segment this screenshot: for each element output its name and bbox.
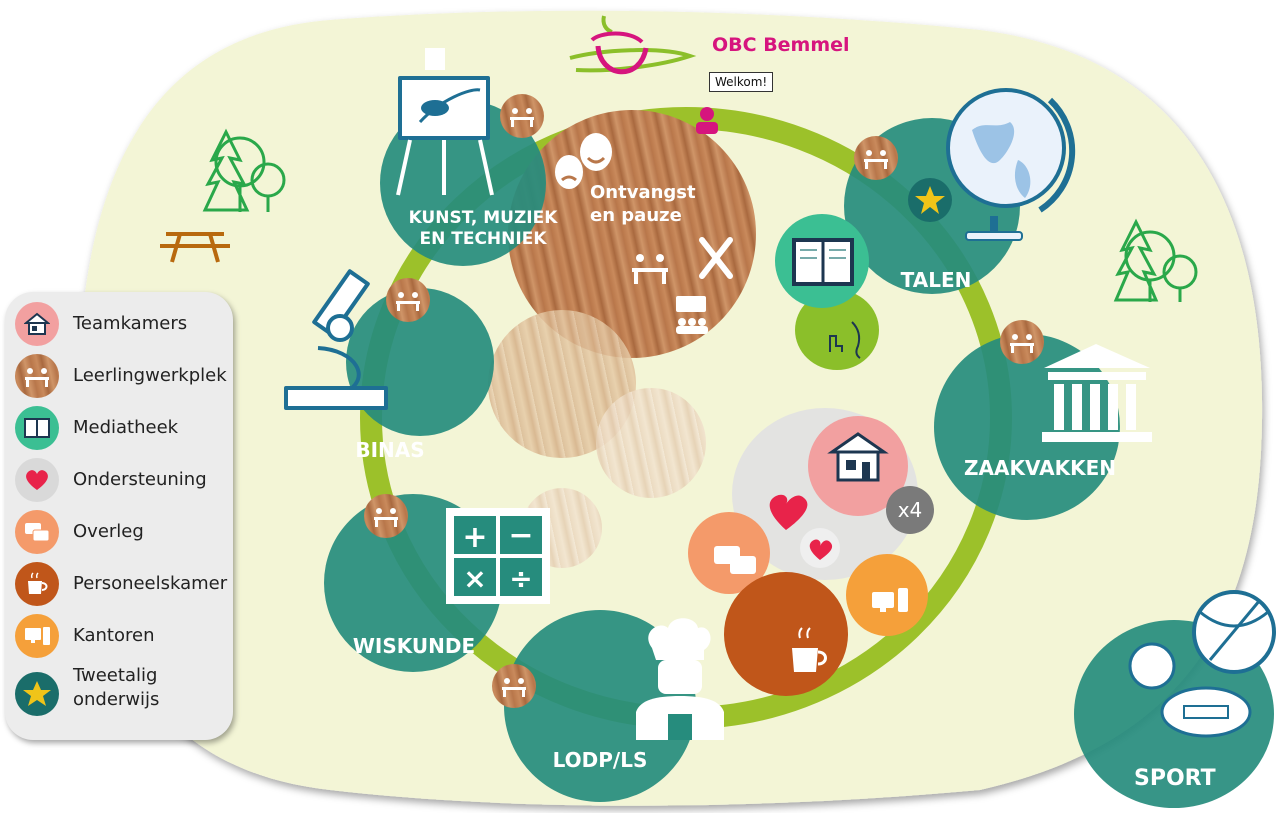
label-sport: SPORT <box>1134 766 1216 791</box>
globe-icon <box>946 88 1076 241</box>
personeelskamer-circle[interactable] <box>724 572 848 696</box>
drama-masks-icon <box>555 133 612 189</box>
legend-label: Overleg <box>73 521 144 542</box>
chat-bubbles-icon <box>714 546 756 574</box>
svg-text:×: × <box>463 562 486 595</box>
heart-icon <box>15 458 59 502</box>
legend-item-ondersteuning: Ondersteuning <box>15 456 230 504</box>
svg-text:+: + <box>462 520 487 555</box>
presentation-icon <box>676 296 708 334</box>
house-icon <box>827 432 889 482</box>
student-desk-icon <box>396 292 420 311</box>
student-desk-badge-talen <box>854 136 898 180</box>
quiet-gesture-icon <box>829 321 861 359</box>
legend-label: Ondersteuning <box>73 469 207 490</box>
label-talen: TALEN <box>900 268 972 292</box>
student-desk-icon <box>15 354 59 398</box>
computer-icon <box>15 614 59 658</box>
book-icon <box>792 238 854 286</box>
student-desk-badge-lodp <box>492 664 536 708</box>
student-desk-badge-zaakvakken <box>1000 320 1044 364</box>
legend-item-leerlingwerkplek: Leerlingwerkplek <box>15 352 230 400</box>
legend-item-personeelskamer: Personeelskamer <box>15 560 230 608</box>
label-ontvangst: Ontvangst en pauze <box>590 182 696 226</box>
student-desk-icon <box>1010 334 1034 353</box>
chef-icon <box>636 618 724 740</box>
microscope-icon <box>284 269 388 410</box>
welcome-text: Welkom! <box>715 75 768 89</box>
legend-item-teamkamers: Teamkamers <box>15 300 230 348</box>
student-desk-badge-wiskunde <box>364 494 408 538</box>
label-kunst: KUNST, MUZIEK EN TECHNIEK <box>408 208 558 250</box>
legend-label: Mediatheek <box>73 417 179 438</box>
svg-text:−: − <box>508 518 533 553</box>
heart-icon-large <box>769 494 808 530</box>
label-wiskunde: WISKUNDE <box>352 634 476 658</box>
picnic-table-icon <box>160 232 230 263</box>
teamkamer-count-badge: x4 <box>886 486 934 534</box>
legend-item-overleg: Overleg <box>15 508 230 556</box>
student-desk-icon <box>510 108 534 127</box>
legend-label: Teamkamers <box>73 313 188 334</box>
computer-icon <box>872 588 908 612</box>
student-desk-icon-center <box>632 254 668 284</box>
legend-panel: Teamkamers Leerlingwerkplek Mediatheek O… <box>5 292 233 740</box>
welcome-bubble: Welkom! <box>709 72 774 92</box>
chat-bubbles-icon <box>15 510 59 554</box>
heart-icon-small <box>809 539 833 560</box>
school-name: OBC Bemmel <box>712 34 850 56</box>
label-zaakvakken: ZAAKVAKKEN <box>964 456 1116 480</box>
student-desk-icon <box>864 150 888 169</box>
svg-text:÷: ÷ <box>509 562 532 595</box>
cutlery-icon <box>699 237 733 279</box>
teamkamer-count: x4 <box>897 498 923 522</box>
label-lodp: LODP/LS <box>552 748 648 772</box>
wood-circle-light <box>596 388 706 498</box>
student-desk-badge-kunst <box>500 94 544 138</box>
trees-icon-left <box>202 128 286 212</box>
legend-label: Personeelskamer <box>73 573 228 594</box>
star-icon <box>908 178 952 222</box>
student-desk-icon <box>374 508 398 527</box>
obc-logo-icon <box>569 15 697 75</box>
student-desk-badge-binas <box>386 278 430 322</box>
math-operations-icon: + − × ÷ <box>446 508 550 604</box>
museum-icon <box>1042 344 1152 442</box>
star-icon <box>15 672 59 716</box>
trees-icon-right <box>1113 218 1198 302</box>
person-marker-icon <box>696 107 718 134</box>
house-icon <box>15 302 59 346</box>
easel-icon <box>396 48 494 196</box>
coffee-cup-icon <box>15 562 59 606</box>
legend-label: Leerlingwerkplek <box>73 365 227 386</box>
legend-item-kantoren: Kantoren <box>15 612 230 660</box>
legend-label: Kantoren <box>73 625 155 646</box>
legend-item-tweetalig: Tweetalig onderwijs <box>15 664 230 728</box>
coffee-cup-icon <box>792 627 827 672</box>
legend-item-mediatheek: Mediatheek <box>15 404 230 452</box>
student-desk-icon <box>502 678 526 697</box>
book-icon <box>15 406 59 450</box>
sports-balls-icon <box>1128 590 1276 738</box>
legend-label: Tweetalig onderwijs <box>73 665 160 711</box>
label-binas: BINAS <box>355 438 425 462</box>
